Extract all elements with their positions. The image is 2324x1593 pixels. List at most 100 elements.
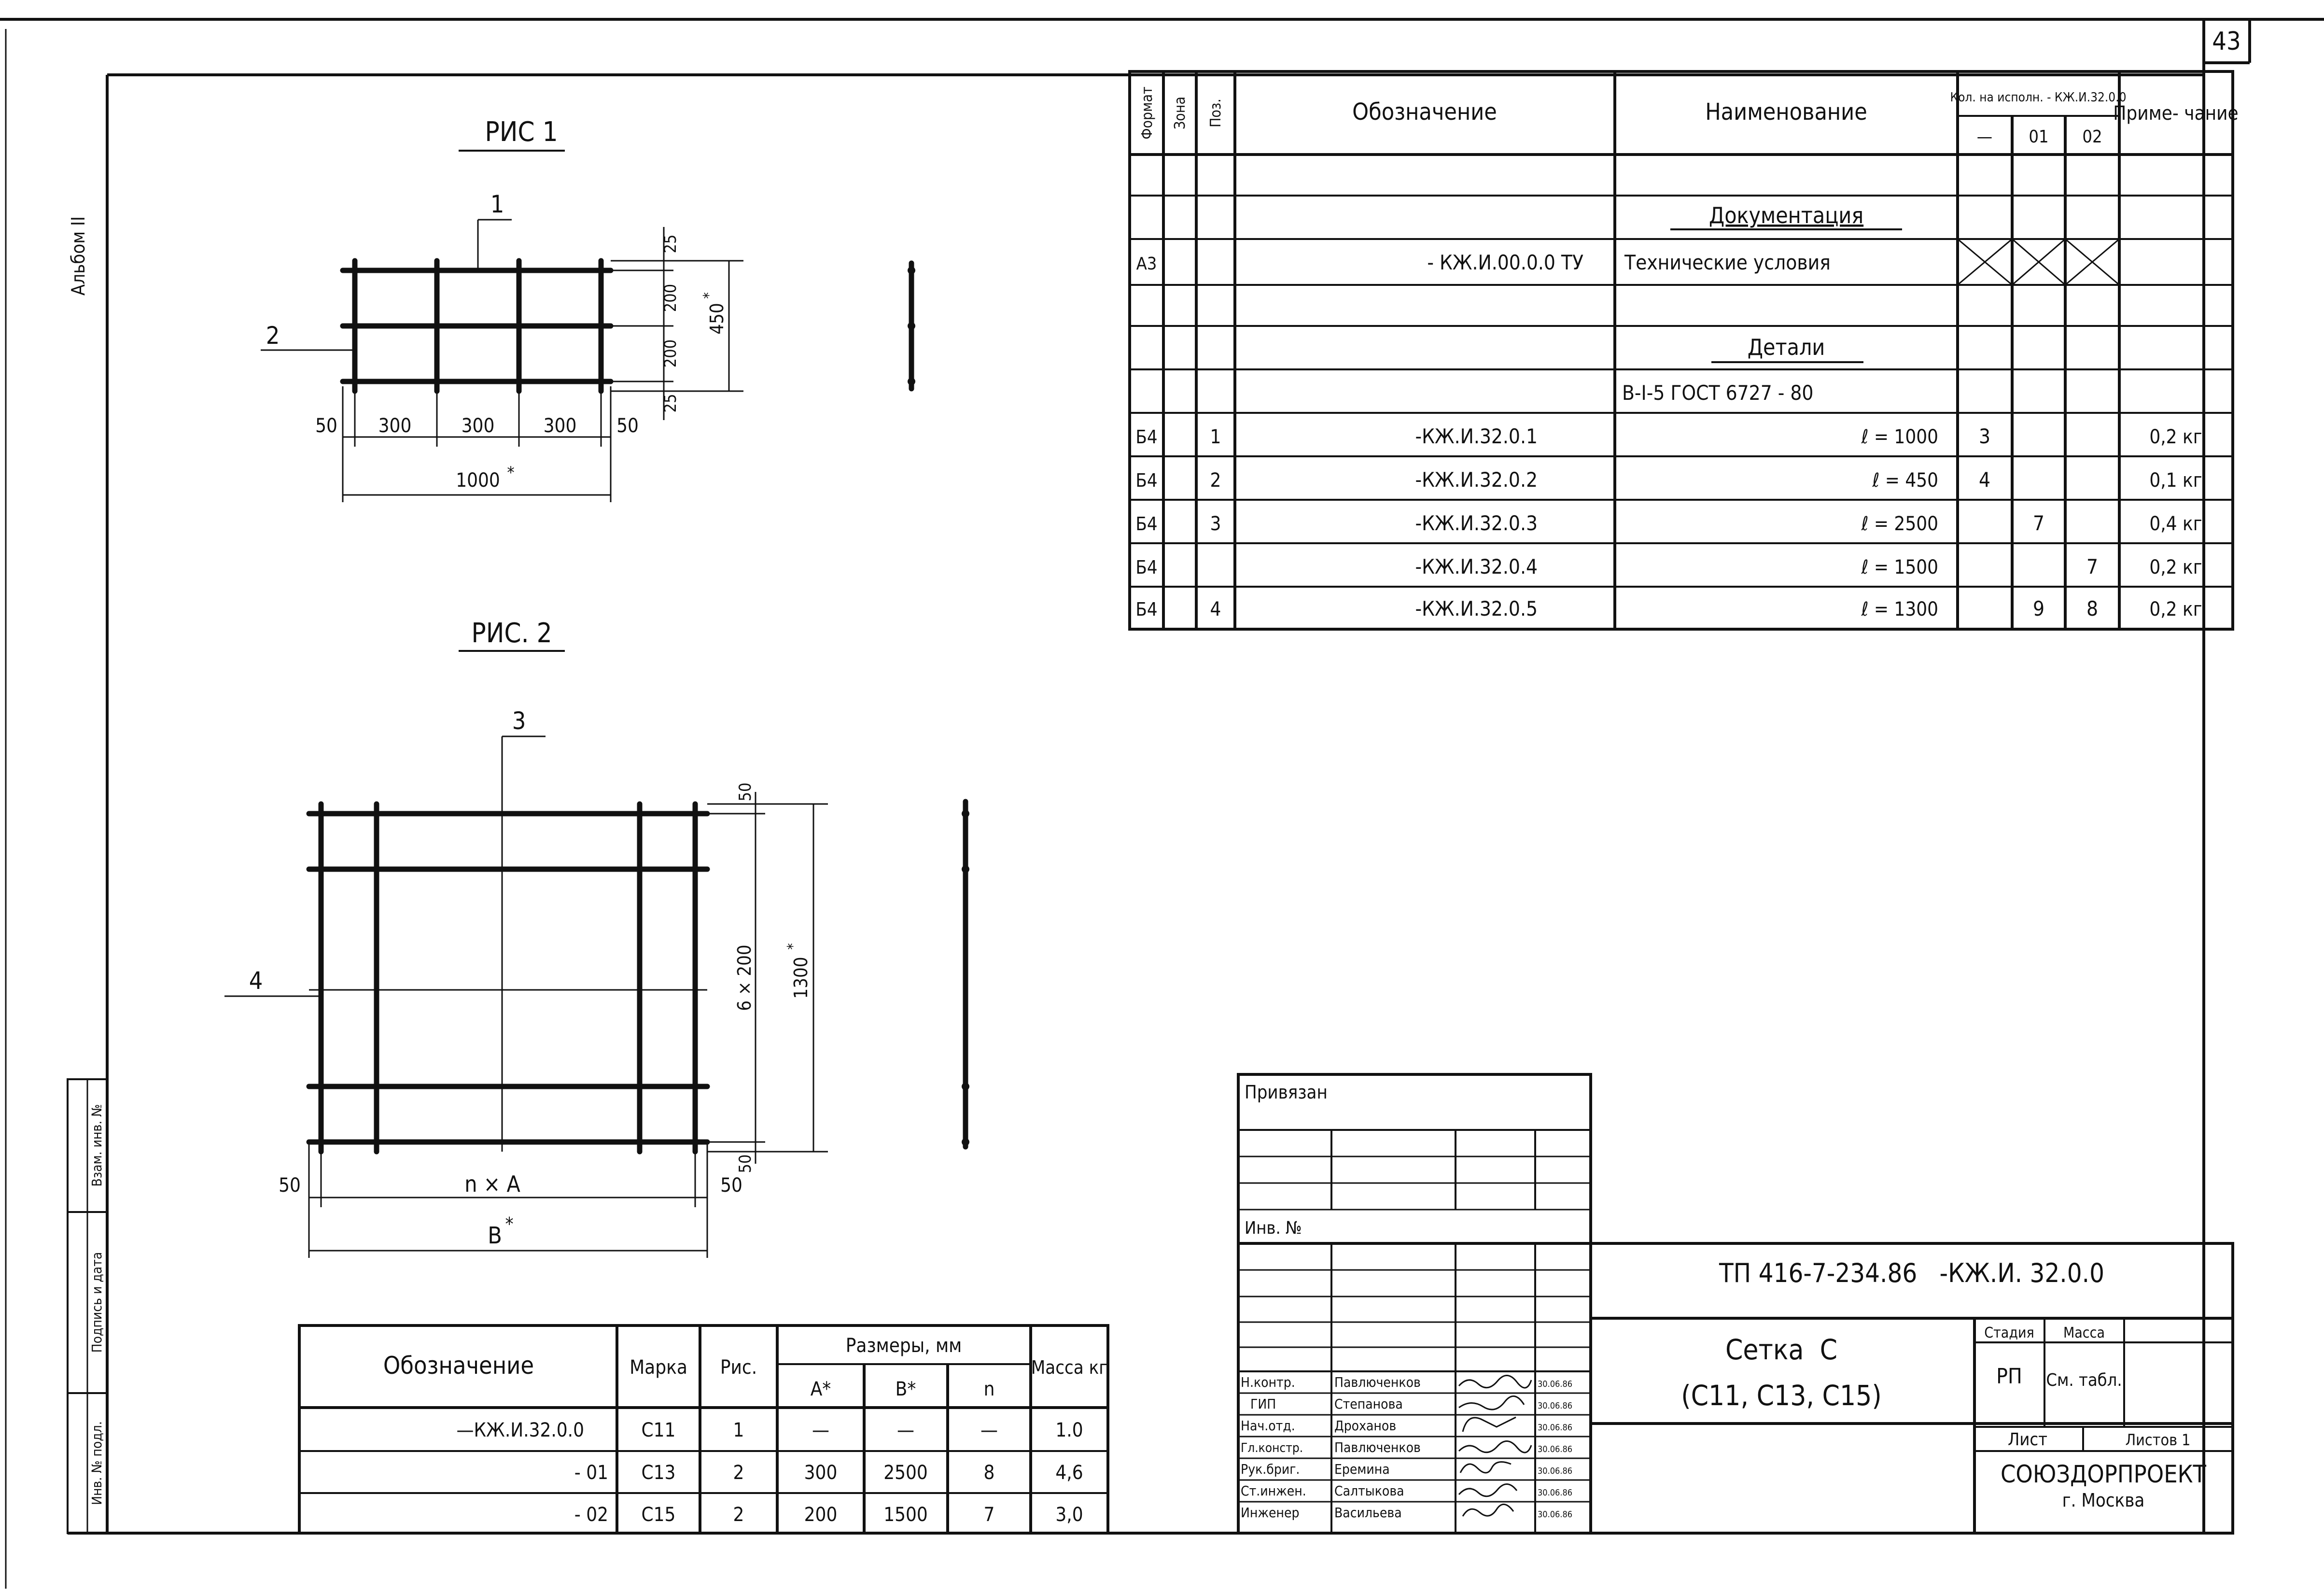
fig1-mesh — [340, 258, 614, 394]
product-name: Сетка С — [1725, 1333, 1837, 1366]
spec-row-note: 0,4 кг — [2149, 513, 2202, 535]
spec-header-name: Наименование — [1705, 99, 1867, 126]
staff-date: 30.06.86 — [1538, 1488, 1572, 1498]
mesh-row-mark: С13 — [642, 1462, 676, 1484]
fig2-dim-nxa: n × A — [464, 1171, 520, 1197]
staff-row: Ст.инжен. Салтыкова 30.06.86 — [1241, 1483, 1572, 1499]
mesh-row-designation: - 01 — [574, 1462, 608, 1484]
fig1-dim-25-bottom: 25 — [661, 394, 680, 413]
spec-row-note: 0,2 кг — [2149, 556, 2202, 578]
spec-section-documentation-title: Документация — [1709, 202, 1863, 228]
staff-date: 30.06.86 — [1538, 1379, 1572, 1389]
staff-signature — [1462, 1504, 1514, 1517]
staff-role: Н.контр. — [1241, 1374, 1295, 1390]
mass-label: Масса — [2063, 1325, 2105, 1341]
spec-row-pos: 2 — [1210, 469, 1221, 492]
fig1-dim-height: 450 — [706, 303, 728, 334]
mesh-row-a: 300 — [804, 1462, 838, 1484]
spec-row-format: Б4 — [1135, 599, 1157, 620]
fig2-dim-total: B — [488, 1222, 502, 1249]
fig2-dim-50-bottom: 50 — [736, 1155, 755, 1173]
spec-row-length: ℓ = 450 — [1872, 469, 1938, 492]
spec-doc-qty-crosses — [1957, 238, 2120, 286]
spec-row-format: Б4 — [1135, 557, 1157, 578]
mesh-header-mark: Марка — [630, 1356, 687, 1379]
stage-label: Стадия — [1984, 1325, 2034, 1341]
figure-2: РИС. 2 3 4 50 — [224, 618, 969, 1258]
staff-date: 30.06.86 — [1538, 1509, 1572, 1520]
spec-row-designation: -КЖ.И.32.0.4 — [1415, 555, 1538, 578]
spec-doc-name: Технические условия — [1624, 251, 1831, 274]
fig1-dim-height-star: * — [700, 292, 717, 299]
spec-row: Б4 4 -КЖ.И.32.0.5 ℓ = 1300 9 8 0,2 кг — [1135, 597, 2202, 620]
spec-header-pos: Поз. — [1207, 99, 1224, 127]
fig2-callouts: 3 4 — [224, 707, 546, 997]
staff-date: 30.06.86 — [1538, 1401, 1572, 1411]
fig2-callout-3: 3 — [512, 707, 526, 735]
fig2-dim-height-star: * — [784, 943, 801, 950]
spec-doc-format: А3 — [1136, 254, 1157, 274]
mesh-header-designation: Обозначение — [383, 1352, 534, 1380]
staff-role: Ст.инжен. — [1241, 1483, 1306, 1499]
staff-role: Инженер — [1241, 1505, 1300, 1521]
spec-row-note: 0,2 кг — [2149, 598, 2202, 620]
spec-row-length: ℓ = 1000 — [1861, 426, 1938, 448]
staff-name: Павлюченков — [1334, 1439, 1421, 1455]
spec-row-format: Б4 — [1135, 513, 1157, 535]
mesh-header-mass: Масса кг — [1031, 1357, 1107, 1378]
spec-row-note: 0,1 кг — [2149, 469, 2202, 492]
fig2-side-view — [962, 799, 969, 1150]
mesh-row-n: — — [980, 1419, 998, 1441]
mesh-header-fig: Рис. — [720, 1356, 757, 1379]
staff-date: 30.06.86 — [1538, 1423, 1572, 1433]
fig2-dim-50-top: 50 — [736, 783, 755, 802]
mesh-table-row: —КЖ.И.32.0.0 С11 1 — — — 1.0 — [457, 1419, 1083, 1441]
spec-row-pos: 4 — [1210, 598, 1221, 620]
mesh-row-fig: 2 — [733, 1504, 744, 1526]
fig2-callout-4: 4 — [249, 967, 263, 995]
spec-header: Формат Зона Поз. Обозначение Наименовани… — [1139, 86, 2239, 147]
mesh-header-sizes: Размеры, мм — [846, 1335, 962, 1357]
spec-row-qty-01: 7 — [2033, 511, 2044, 535]
spec-row-format: Б4 — [1135, 470, 1157, 491]
album-label: Альбом II — [68, 216, 89, 296]
staff-role: Гл.констр. — [1241, 1441, 1303, 1455]
fig2-dimension-bottom: 50 n × A 50 B * — [279, 1144, 742, 1258]
staff-row: Инженер Васильева 30.06.86 — [1241, 1504, 1572, 1521]
mesh-row-a: 200 — [804, 1504, 838, 1526]
mesh-row-mass: 4,6 — [1055, 1462, 1083, 1484]
mesh-row-mark: С15 — [642, 1504, 676, 1526]
staff-signature — [1458, 1440, 1532, 1453]
side-stamp-inv-podl: Инв. № подл. — [89, 1421, 105, 1505]
mesh-table-row: - 02 С15 2 200 1500 7 3,0 — [574, 1504, 1083, 1526]
mesh-row-n: 7 — [984, 1504, 995, 1526]
organization-name: СОЮЗДОРПРОЕКТ — [2001, 1460, 2207, 1488]
mesh-row-mark: С11 — [642, 1419, 676, 1441]
staff-signature — [1458, 1375, 1532, 1389]
staff-date: 30.06.86 — [1538, 1466, 1572, 1476]
mesh-row-mass: 1.0 — [1055, 1419, 1083, 1441]
spec-row-designation: -КЖ.И.32.0.2 — [1415, 468, 1538, 492]
side-stamp: Инв. № подл. Подпись и дата Взам. инв. № — [67, 1078, 108, 1534]
fig2-title: РИС. 2 — [471, 618, 552, 649]
staff-signature — [1458, 1483, 1518, 1497]
staff-name: Павлюченков — [1334, 1374, 1421, 1390]
spec-row: Б4 -КЖ.И.32.0.4 ℓ = 1500 7 0,2 кг — [1135, 555, 2202, 578]
spec-row-qty-02: 8 — [2086, 597, 2098, 620]
staff-row: ГИП Степанова 30.06.86 — [1250, 1396, 1572, 1412]
mesh-row-fig: 1 — [733, 1419, 744, 1441]
fig1-dim-total-star: * — [507, 463, 514, 482]
organization-city: г. Москва — [2062, 1490, 2145, 1511]
mesh-row-n: 8 — [984, 1462, 995, 1484]
spec-row: Б4 3 -КЖ.И.32.0.3 ℓ = 2500 7 0,4 кг — [1135, 511, 2202, 535]
mesh-row-designation: - 02 — [574, 1504, 608, 1526]
staff-signature — [1462, 1416, 1516, 1432]
fig1-callout-1: 1 — [490, 190, 504, 218]
figure-1: РИС 1 1 2 50 300 — [261, 116, 915, 502]
sheets-label: Листов 1 — [2126, 1431, 2191, 1449]
mesh-row-b: — — [897, 1419, 914, 1441]
spec-row-designation: -КЖ.И.32.0.3 — [1415, 511, 1538, 535]
spec-header-note: Приме- чание — [2113, 102, 2238, 125]
spec-row-designation: -КЖ.И.32.0.1 — [1415, 424, 1538, 448]
mesh-header-b: B* — [896, 1378, 916, 1400]
